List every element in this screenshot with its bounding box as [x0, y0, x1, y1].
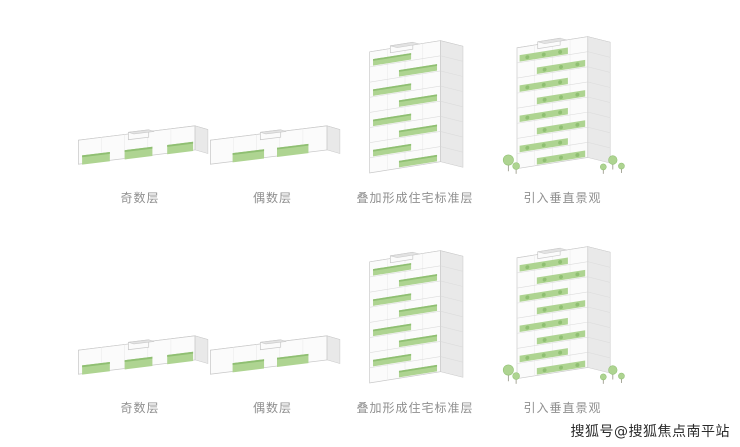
diagram-label: 引入垂直景观 [523, 401, 602, 415]
watermark-text: 搜狐号@搜狐焦点南平站 [570, 424, 730, 440]
odd-floors-diagram [77, 125, 208, 166]
diagram-label: 引入垂直景观 [523, 191, 602, 205]
diagram-cell-stacked-tower-row2: 叠加形成住宅标准层 [335, 224, 495, 416]
even-floors-diagram [210, 125, 341, 166]
diagram-cell-even-floors-row2: 偶数层 [195, 224, 350, 416]
diagram-label: 奇数层 [120, 191, 160, 205]
vertical-landscape-diagram [502, 36, 625, 175]
diagram-label: 奇数层 [120, 401, 160, 415]
diagram-label: 叠加形成住宅标准层 [356, 191, 474, 205]
diagram-cell-vertical-landscape-row1: 引入垂直景观 [480, 12, 645, 206]
diagram-label: 叠加形成住宅标准层 [356, 401, 474, 415]
vertical-landscape-diagram [502, 246, 625, 385]
diagram-cell-odd-floors-row2: 奇数层 [60, 224, 220, 416]
diagram-label: 偶数层 [252, 401, 292, 415]
diagram-cell-vertical-landscape-row2: 引入垂直景观 [480, 224, 645, 416]
even-floors-diagram [210, 335, 341, 376]
diagram-label: 偶数层 [252, 191, 292, 205]
odd-floors-diagram [77, 335, 208, 376]
diagram-cell-even-floors-row1: 偶数层 [195, 12, 350, 206]
stacked-tower-diagram [369, 40, 464, 174]
diagram-cell-stacked-tower-row1: 叠加形成住宅标准层 [335, 12, 495, 206]
stacked-tower-diagram [369, 250, 464, 384]
diagram-cell-odd-floors-row1: 奇数层 [60, 12, 220, 206]
